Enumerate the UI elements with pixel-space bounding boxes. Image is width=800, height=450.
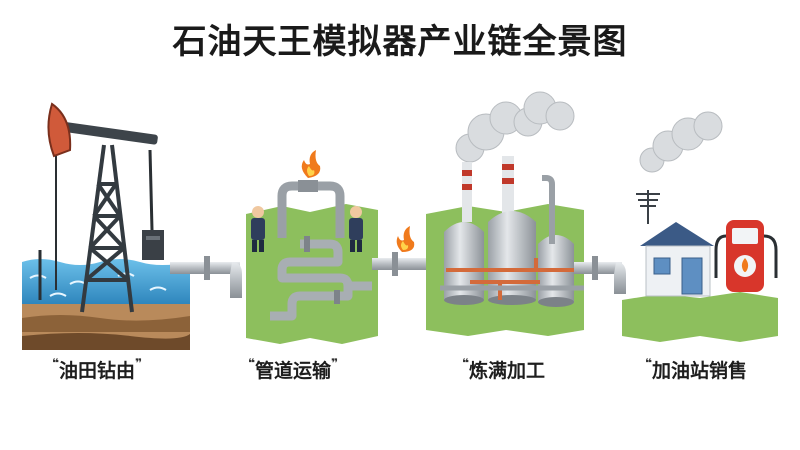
- grass-patch: [622, 292, 778, 342]
- chimney-right: [502, 156, 514, 222]
- stage-label-text: 炼满加工: [469, 360, 546, 382]
- stage-oil-field: [22, 102, 190, 350]
- quote-close-mark: ❞: [331, 356, 339, 370]
- fuel-pump-icon: [714, 220, 778, 292]
- motor-box: [142, 230, 164, 260]
- stage-pipeline: [246, 150, 378, 344]
- stage-gas-station: [622, 111, 778, 342]
- quote-open-mark: ❝: [248, 356, 256, 370]
- stage-label-gas-station: ❝加油站销售: [645, 356, 747, 383]
- smoke-clouds: [455, 91, 575, 163]
- connector-pipe-3: [574, 256, 626, 294]
- stage-label-text: 加油站销售: [652, 360, 748, 382]
- refinery-tank-left: [444, 222, 484, 305]
- stage-label-text: 管道运输: [255, 360, 332, 382]
- smoke-clouds: [639, 111, 723, 173]
- worker-right: [349, 206, 363, 252]
- stage-label-oil-field: ❝油田钻由❞: [52, 356, 142, 383]
- chimney-left: [462, 162, 472, 222]
- stage-label-pipeline: ❝管道运输❞: [248, 356, 338, 383]
- stage-label-refinery: ❝炼满加工: [462, 356, 545, 383]
- stage-refinery: [426, 91, 584, 336]
- page-title: 石油天王模拟器产业链全景图: [172, 22, 628, 62]
- horse-head: [47, 102, 72, 158]
- quote-open-mark: ❝: [462, 356, 470, 370]
- quote-close-mark: ❞: [135, 356, 143, 370]
- quote-open-mark: ❝: [52, 356, 60, 370]
- quote-open-mark: ❝: [645, 356, 653, 370]
- walking-beam: [58, 121, 158, 145]
- flame-icon: [301, 150, 321, 178]
- connector-pipe-1: [170, 256, 242, 298]
- antenna-icon: [636, 190, 660, 224]
- house-icon: [640, 222, 714, 297]
- connector-pipe-2: [372, 226, 434, 276]
- derrick-tower: [80, 144, 134, 313]
- refinery-tank-center: [488, 211, 536, 305]
- stage-label-text: 油田钻由: [59, 360, 136, 382]
- worker-left: [251, 206, 265, 252]
